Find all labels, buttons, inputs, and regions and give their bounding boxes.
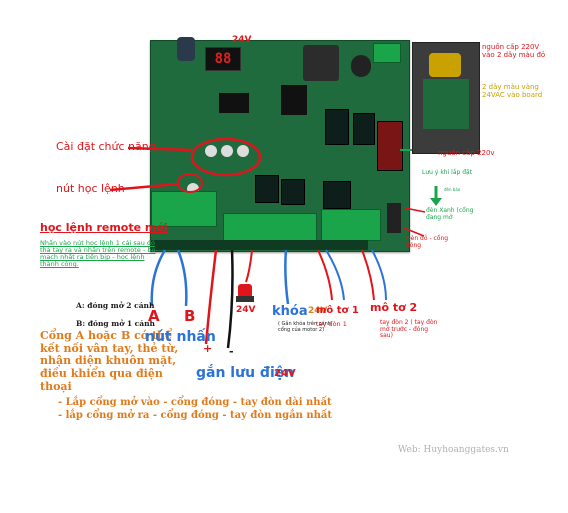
- button-dot[interactable]: [205, 145, 217, 157]
- label-a-dong-mo: A: đóng mở 2 cánh: [76, 301, 155, 310]
- label-gan-luu-dien: gắn lưu điện: [196, 365, 295, 381]
- installation-photo: [412, 42, 480, 154]
- bridge-rectifier: [303, 45, 339, 81]
- label-den-xanh-note: đèn báo: [444, 187, 461, 192]
- button-dot[interactable]: [221, 145, 233, 157]
- label-den-xanh: đèn Xanh (cổng đang mở: [426, 207, 474, 221]
- relay: [353, 113, 375, 145]
- relay: [323, 181, 351, 209]
- seven-segment-display: 88: [205, 47, 241, 71]
- label-mo-to-2: mô tơ 2: [370, 301, 418, 314]
- label-lap-1: - Lắp cổng mở vào - cổng đóng - tay đòn …: [58, 397, 332, 408]
- power-input-terminal: [373, 43, 401, 63]
- control-board: 88: [150, 37, 410, 252]
- label-hoc-lenh-remote: học lệnh remote mới: [40, 221, 168, 234]
- label-mo-to-2-sub: tay đòn 2 ( tay đòn mở trước - đóng sau): [380, 319, 438, 340]
- ic-chip: [219, 93, 249, 113]
- input-terminal-ab: [151, 191, 217, 227]
- terminal-number-strip: [150, 240, 368, 250]
- label-24v-battery: 24V: [274, 368, 296, 379]
- label-b: B: [184, 307, 196, 325]
- label-a: A: [148, 307, 160, 325]
- label-24v-top: 24V: [232, 35, 252, 45]
- label-huong-dan: Nhấn vào nút học lệnh 1 cái sau đó thả t…: [40, 239, 156, 269]
- label-24v-khoa: 24V: [308, 306, 328, 316]
- label-plus: +: [203, 342, 213, 355]
- label-nut-nhan: nút nhấn: [145, 329, 216, 345]
- label-nguon-cap-220: nguồn cấp 220v: [438, 149, 495, 157]
- label-mo-to-1: mô tơ 1: [316, 305, 359, 316]
- label-cai-dat: Cài đặt chức năng: [56, 140, 156, 153]
- ic-chip: [281, 85, 307, 115]
- watermark: Web: Huyhoanggates.vn: [398, 445, 509, 455]
- relay: [281, 179, 305, 205]
- label-khoa-note: ( Gắn khóa trên cánh cổng của motor 2): [278, 321, 331, 333]
- capacitor: [351, 55, 371, 77]
- label-cong-ab: Cổng A hoặc B có thể kết nối vân tay, th…: [40, 329, 179, 393]
- label-mo-to-1-sub: tay đòn 1: [316, 320, 347, 328]
- label-nguon-cap: nguồn cấp 220V vào 2 dây màu đỏ: [482, 43, 546, 59]
- photo-board: [423, 79, 469, 129]
- label-khoa: khóa: [272, 304, 308, 319]
- button-dot[interactable]: [237, 145, 249, 157]
- relay: [377, 121, 403, 171]
- photo-transformer: [429, 53, 461, 77]
- label-day-mau-vang: 2 dây màu vàng 24VAC vào board: [482, 83, 543, 99]
- relay: [325, 109, 349, 145]
- setting-buttons[interactable]: [201, 141, 255, 163]
- capacitor: [177, 37, 195, 61]
- indicator-switches: [387, 203, 401, 233]
- relay: [255, 175, 279, 203]
- label-lap-2: - lắp cổng mở ra - cổng đóng - tay đòn n…: [58, 410, 332, 421]
- label-nut-hoc-lenh: nút học lệnh: [56, 182, 125, 195]
- label-minus: -: [229, 345, 234, 358]
- label-24v-lamp: 24V: [236, 305, 256, 315]
- label-b-dong-mo: B: đóng mở 1 cánh: [76, 319, 155, 328]
- label-luu-y: Lưu ý khi lắp đặt: [422, 169, 473, 176]
- label-den-do: Đèn đỏ - cổng đóng: [406, 235, 449, 249]
